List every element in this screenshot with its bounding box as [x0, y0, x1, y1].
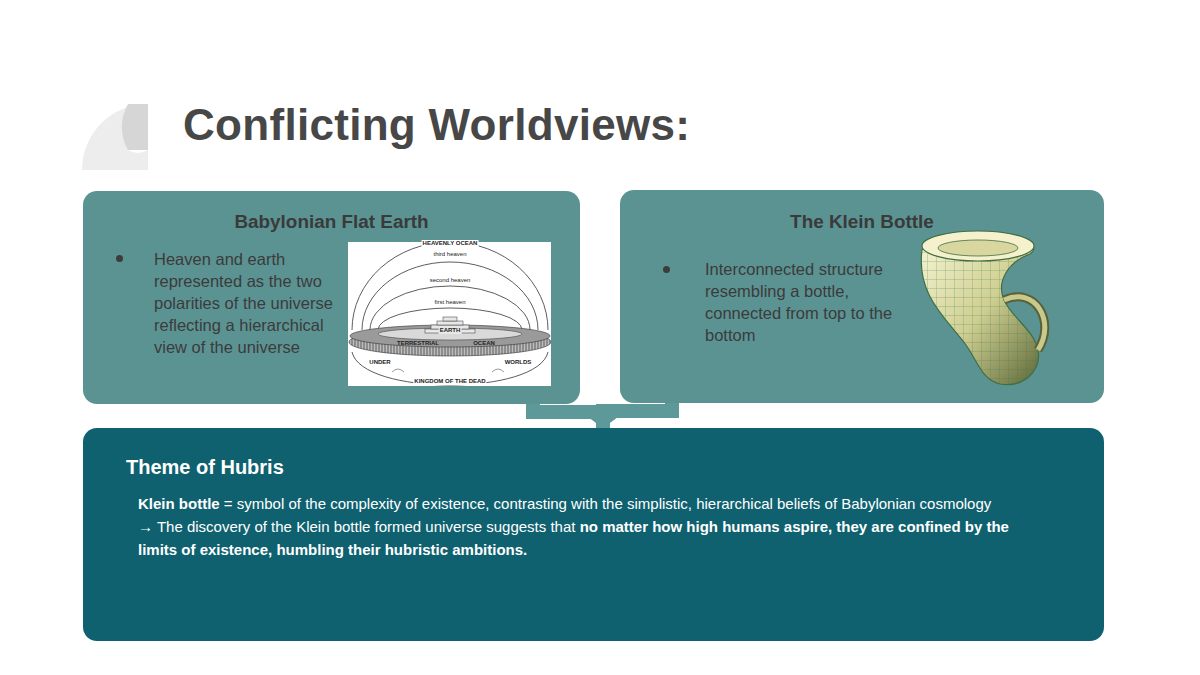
box-heading: Theme of Hubris	[126, 456, 284, 479]
corner-arc-inner	[122, 104, 148, 150]
earth-disc	[378, 328, 522, 340]
heaven-arc	[362, 262, 538, 330]
body-text: → The discovery of the Klein bottle form…	[138, 518, 575, 535]
merge-arrow	[603, 403, 672, 428]
body-text: Heaven and earth represented as the two …	[154, 250, 333, 356]
bottle-handle	[1004, 297, 1045, 350]
theme-box: Theme of HubrisKlein bottle= symbol of t…	[83, 428, 1104, 641]
figure-label: KINGDOM OF THE DEAD	[413, 378, 486, 385]
underworld-arc	[352, 352, 548, 385]
figure-label: third heaven	[432, 251, 467, 258]
paragraph: Heaven and earth represented as the two …	[154, 248, 344, 358]
ziggurat-step	[437, 321, 463, 325]
body-text: Interconnected structure resembling a bo…	[705, 260, 892, 344]
paragraph: Interconnected structure resembling a bo…	[705, 258, 895, 346]
body-text: = symbol of the complexity of existence,…	[224, 495, 991, 512]
figure-label: EARTH	[439, 327, 462, 334]
underworld-mark	[392, 369, 504, 372]
bottle-rim	[922, 231, 1034, 261]
figure-label: second heaven	[429, 277, 472, 284]
bottle-grid	[921, 244, 1038, 385]
figure-label: OCEAN	[472, 340, 496, 347]
klein-bottle-figure	[921, 231, 1045, 385]
ziggurat-step	[443, 317, 457, 321]
box-heading: The Klein Bottle	[620, 211, 1104, 233]
corner-arc-cut	[128, 150, 148, 153]
bottle-handle-inner	[1004, 297, 1045, 350]
body-text: Klein bottle	[138, 495, 220, 512]
figure-label: UNDER	[368, 359, 391, 366]
babylonian-cosmos-figure	[348, 242, 551, 386]
paragraph: Klein bottle= symbol of the complexity o…	[138, 492, 1038, 515]
bottle-body	[921, 244, 1038, 385]
merge-arrow	[533, 404, 603, 428]
bullet-dot	[116, 255, 123, 262]
terrestrial-ocean	[350, 325, 550, 347]
box-body: Interconnected structure resembling a bo…	[705, 258, 895, 346]
figure-ground	[348, 242, 551, 386]
heaven-arc	[352, 242, 548, 330]
box-heading: Babylonian Flat Earth	[83, 211, 580, 233]
paragraph: → The discovery of the Klein bottle form…	[138, 515, 1038, 561]
bullet-dot	[663, 266, 670, 273]
bottle-mouth	[938, 240, 1018, 256]
figure-label: TERRESTRIAL	[396, 340, 440, 347]
figure-label: first heaven	[433, 299, 466, 306]
box-body: Klein bottle= symbol of the complexity o…	[138, 492, 1038, 561]
slide-title: Conflicting Worldviews:	[183, 100, 690, 150]
box-body: Heaven and earth represented as the two …	[154, 248, 344, 358]
figure-label: WORLDS	[504, 359, 533, 366]
corner-arc	[82, 104, 148, 170]
figure-label: HEAVENLY OCEAN	[422, 240, 479, 247]
heaven-arc	[370, 286, 530, 330]
